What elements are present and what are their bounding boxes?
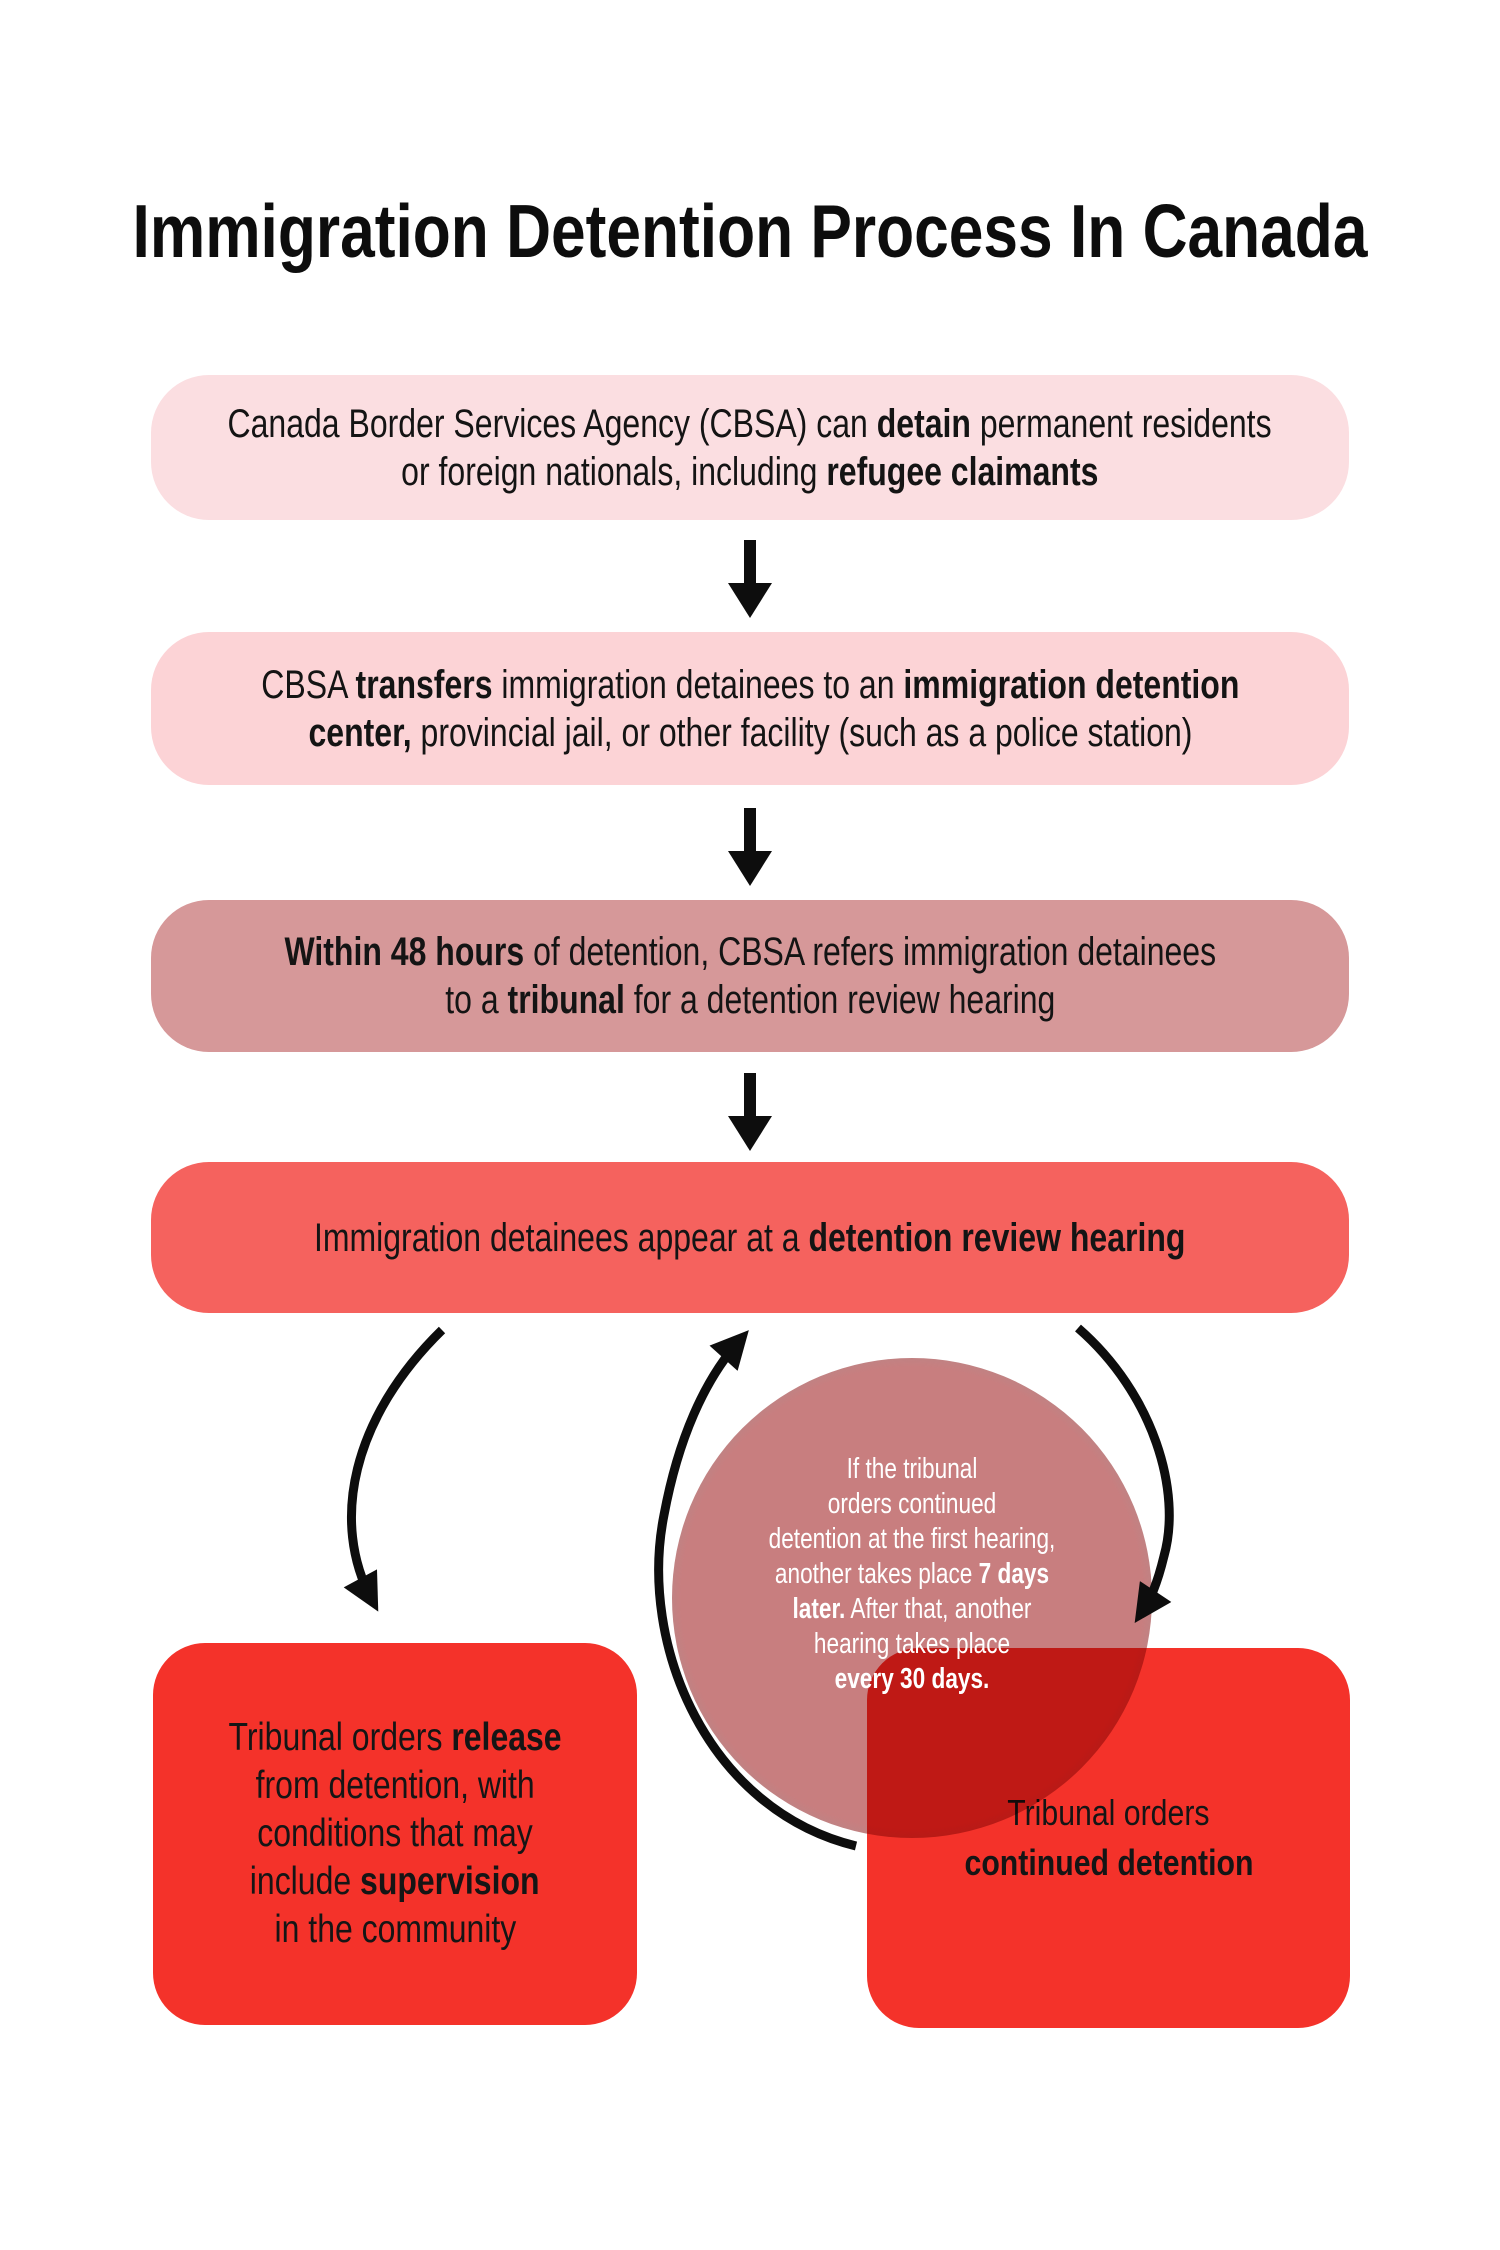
text-line: continued detention [964,1842,1253,1883]
text-line: detention at the first hearing, [768,1523,1056,1555]
down-arrow-icon [728,808,772,886]
text-line: to a tribunal for a detention review hea… [444,978,1056,1022]
text-line: in the community [274,1908,516,1951]
flow-step-detain-box: Canada Border Services Agency (CBSA) can… [151,375,1349,520]
text-line: hearing takes place [813,1628,1011,1660]
text-line: center, provincial jail, or other facili… [308,710,1192,755]
down-arrow-icon [728,1073,772,1151]
text-line: or foreign nationals, including refugee … [401,449,1099,494]
text-line: Immigration detainees appear at a detent… [314,1215,1186,1260]
text-line: from detention, with [255,1764,535,1807]
page-title: Immigration Detention Process In Canada [132,189,1368,273]
text-line: Tribunal orders release [228,1716,562,1759]
text-line: later. After that, another [792,1593,1032,1625]
flow-step-48hours-box: Within 48 hours of detention, CBSA refer… [151,900,1349,1052]
text-line: every 30 days. [834,1663,990,1695]
curved-arrow-left-icon [343,1326,446,1612]
text-line: another takes place 7 days [774,1558,1050,1590]
text-line: orders continued [827,1488,997,1520]
text-line: If the tribunal [846,1453,978,1485]
text-line: Within 48 hours of detention, CBSA refer… [284,930,1216,974]
text-line: conditions that may [257,1812,533,1855]
text-line: include supervision [250,1860,540,1903]
flow-step-hearing-box: Immigration detainees appear at a detent… [151,1162,1349,1313]
outcome-release-box: Tribunal orders release from detention, w… [153,1643,637,2025]
down-arrow-icon [728,540,772,618]
text-line: Canada Border Services Agency (CBSA) can… [227,401,1273,446]
flow-step-transfer-box: CBSA transfers immigration detainees to … [151,632,1349,785]
text-line: CBSA transfers immigration detainees to … [260,662,1240,707]
